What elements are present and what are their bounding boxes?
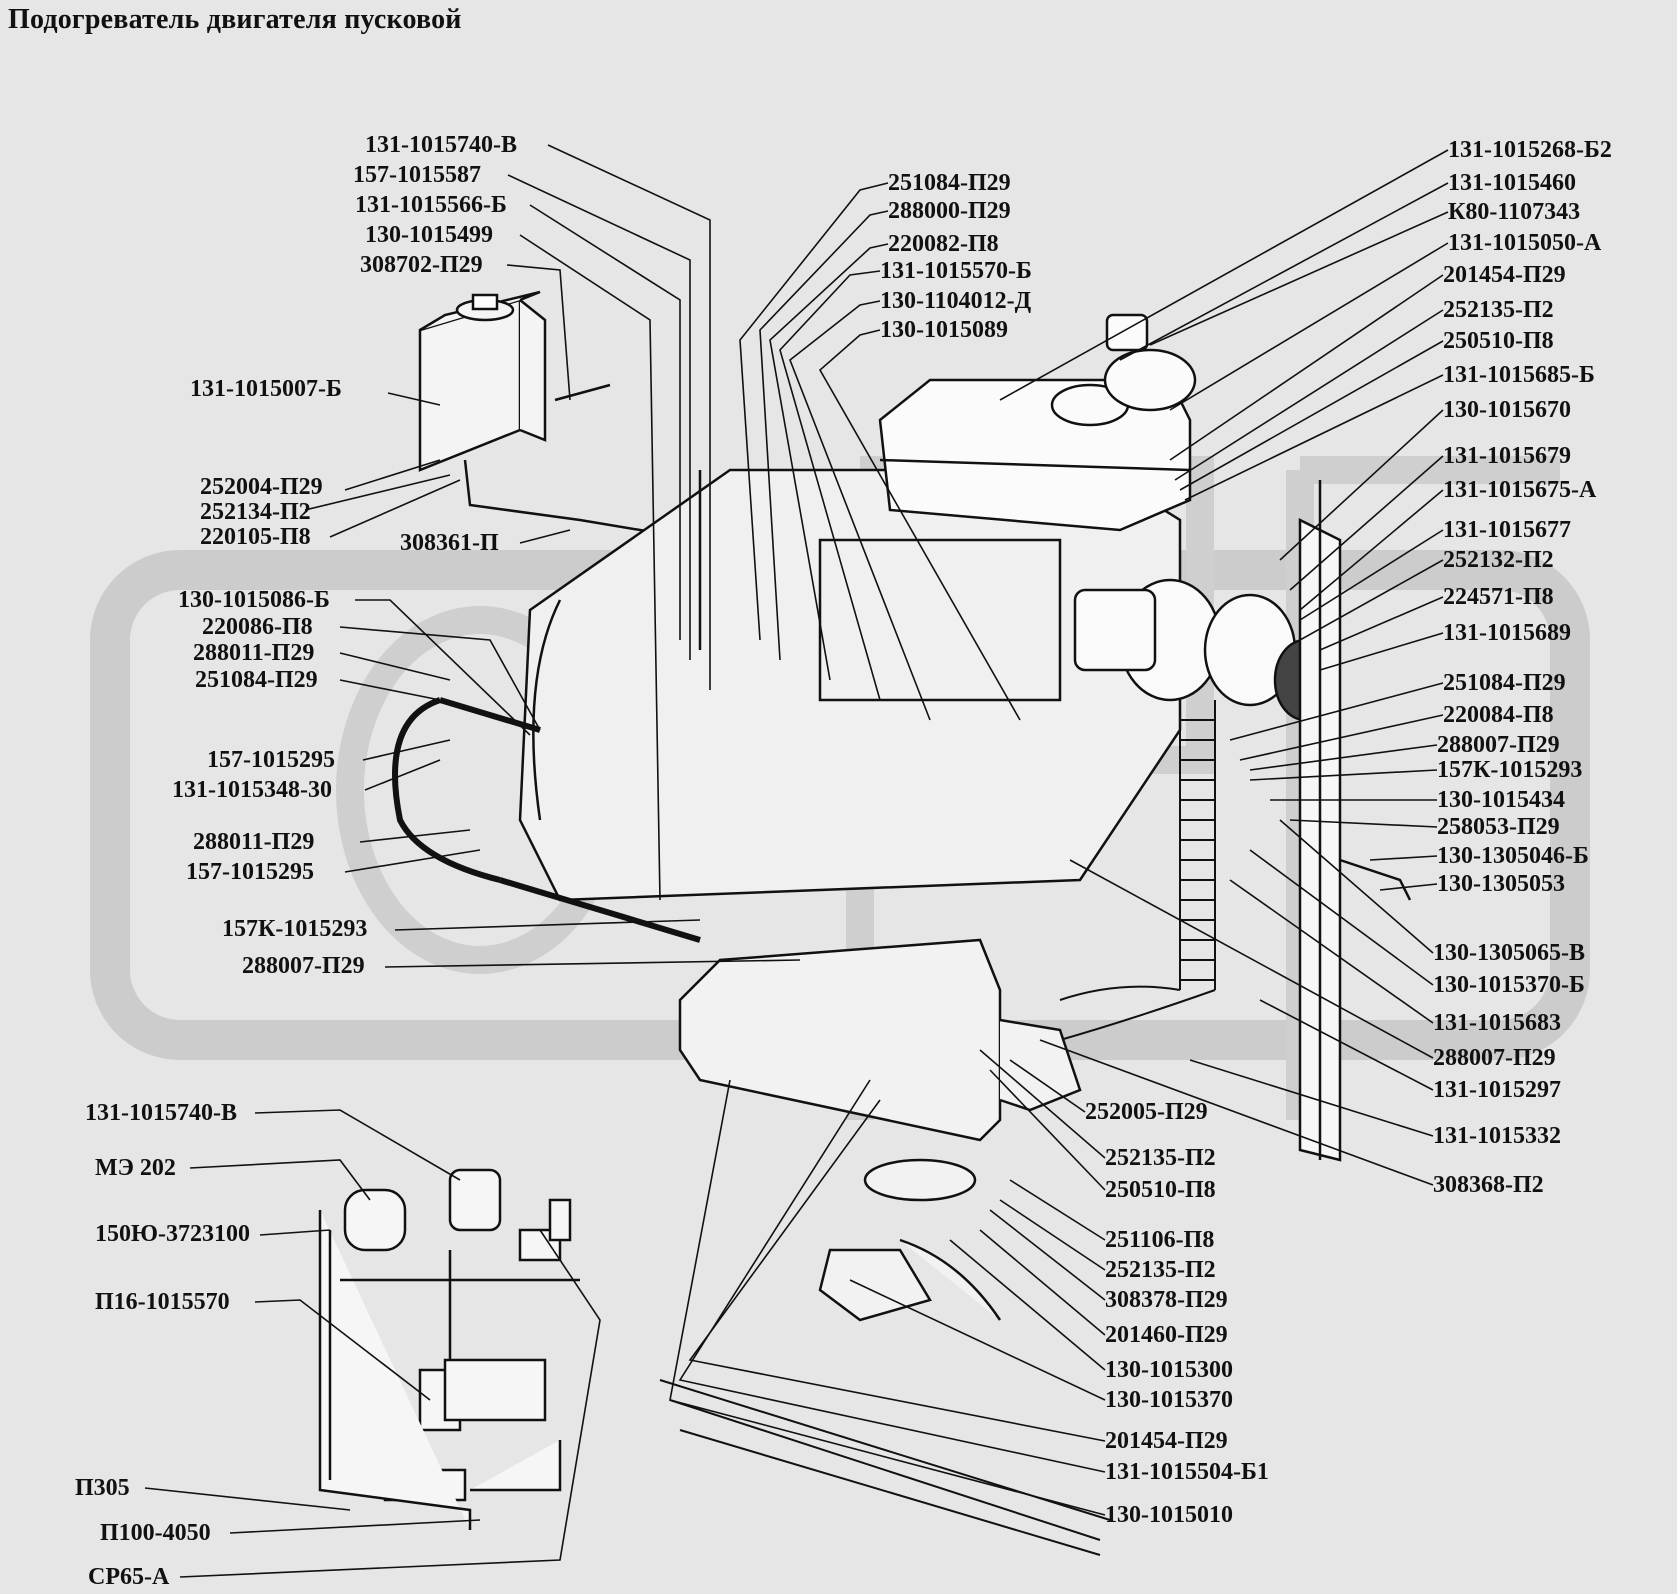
part-label[interactable]: 157К-1015293	[1437, 757, 1583, 783]
part-label[interactable]: 288007-П29	[1433, 1045, 1556, 1071]
part-label[interactable]: 252135-П2	[1105, 1145, 1216, 1171]
part-label[interactable]: 220105-П8	[200, 524, 311, 550]
part-label[interactable]: 130-1015010	[1105, 1502, 1233, 1528]
part-label[interactable]: 130-1305046-Б	[1437, 843, 1589, 869]
part-label[interactable]: 131-1015566-Б	[355, 192, 507, 218]
part-label[interactable]: 157-1015295	[186, 859, 314, 885]
part-label[interactable]: 220086-П8	[202, 614, 313, 640]
part-label[interactable]: 131-1015348-30	[172, 777, 332, 803]
part-label[interactable]: 130-1015370-Б	[1433, 972, 1585, 998]
part-label[interactable]: 131-1015332	[1433, 1123, 1561, 1149]
expansion-tank	[418, 290, 547, 472]
part-label[interactable]: 258053-П29	[1437, 814, 1560, 840]
part-label[interactable]: 150Ю-3723100	[95, 1221, 251, 1247]
part-label[interactable]: К80-1107343	[1448, 199, 1581, 225]
part-label[interactable]: 130-1305065-В	[1433, 940, 1585, 966]
part-label[interactable]: 157-1015295	[207, 747, 335, 773]
part-label[interactable]: 252135-П2	[1105, 1257, 1216, 1283]
part-label[interactable]: 130-1305053	[1437, 871, 1565, 897]
part-label[interactable]: П16-1015570	[95, 1289, 230, 1315]
heater-tank	[878, 313, 1197, 532]
part-label[interactable]: 288011-П29	[193, 829, 315, 855]
part-label[interactable]: 131-1015675-А	[1443, 477, 1597, 503]
part-label[interactable]: 131-1015689	[1443, 620, 1571, 646]
part-label[interactable]: 220082-П8	[888, 231, 999, 257]
part-label[interactable]: 131-1015007-Б	[190, 376, 342, 402]
coolant-hoses	[392, 697, 701, 943]
part-label[interactable]: 130-1015434	[1437, 787, 1565, 813]
part-label[interactable]: 157-1015587	[353, 162, 481, 188]
page-title: Подогреватель двигателя пусковой	[8, 4, 462, 35]
heater-boiler	[678, 938, 1082, 1322]
part-label[interactable]: 308361-П	[400, 530, 499, 556]
part-label[interactable]: 220084-П8	[1443, 702, 1554, 728]
part-label[interactable]: 131-1015740-В	[365, 132, 517, 158]
part-label[interactable]: 131-1015570-Б	[880, 258, 1032, 284]
part-label[interactable]: 252135-П2	[1443, 297, 1554, 323]
part-label[interactable]: 131-1015460	[1448, 170, 1576, 196]
part-label[interactable]: 288000-П29	[888, 198, 1011, 224]
corrugated-pipe	[1059, 700, 1216, 1041]
part-label[interactable]: 131-1015504-Б1	[1105, 1459, 1269, 1485]
part-label[interactable]: 288011-П29	[193, 640, 315, 666]
part-label[interactable]: 131-1015268-Б2	[1448, 137, 1612, 163]
tank-pipe	[463, 459, 701, 542]
part-label[interactable]: 288007-П29	[242, 953, 365, 979]
engine-block	[518, 468, 1182, 902]
part-label[interactable]: 288007-П29	[1437, 732, 1560, 758]
part-label[interactable]: 201460-П29	[1105, 1322, 1228, 1348]
part-label[interactable]: 224571-П8	[1443, 584, 1554, 610]
part-label[interactable]: СР65-А	[88, 1564, 170, 1590]
part-label[interactable]: 201454-П29	[1105, 1428, 1228, 1454]
part-label[interactable]: 130-1015089	[880, 317, 1008, 343]
part-label[interactable]: 250510-П8	[1443, 328, 1554, 354]
part-label[interactable]: 130-1015670	[1443, 397, 1571, 423]
part-label[interactable]: 308368-П2	[1433, 1172, 1544, 1198]
part-label[interactable]: 308378-П29	[1105, 1287, 1228, 1313]
part-label[interactable]: 130-1015499	[365, 222, 493, 248]
part-label[interactable]: 252134-П2	[200, 499, 311, 525]
electrical-scheme	[318, 1168, 580, 1530]
part-label[interactable]: 201454-П29	[1443, 262, 1566, 288]
part-label[interactable]: 130-1015370	[1105, 1387, 1233, 1413]
part-label[interactable]: 131-1015677	[1443, 517, 1571, 543]
part-label[interactable]: 251084-П29	[888, 170, 1011, 196]
part-label[interactable]: П100-4050	[100, 1520, 211, 1546]
part-label[interactable]: 251084-П29	[195, 667, 318, 693]
part-label[interactable]: 252132-П2	[1443, 547, 1554, 573]
part-label[interactable]: 252004-П29	[200, 474, 323, 500]
part-label[interactable]: 251084-П29	[1443, 670, 1566, 696]
part-label[interactable]: 131-1015297	[1433, 1077, 1561, 1103]
part-label[interactable]: 130-1015300	[1105, 1357, 1233, 1383]
leader-lines	[144, 144, 1449, 1578]
part-label[interactable]: 250510-П8	[1105, 1177, 1216, 1203]
part-label[interactable]: 251106-П8	[1105, 1227, 1215, 1253]
part-label[interactable]: П305	[75, 1475, 130, 1501]
part-label[interactable]: 131-1015685-Б	[1443, 362, 1595, 388]
part-label[interactable]: 308702-П29	[360, 252, 483, 278]
part-label[interactable]: 130-1015086-Б	[178, 587, 330, 613]
part-label[interactable]: 131-1015683	[1433, 1010, 1561, 1036]
part-label[interactable]: 131-1015740-В	[85, 1100, 237, 1126]
part-label[interactable]: 157К-1015293	[222, 916, 368, 942]
part-label[interactable]: 252005-П29	[1085, 1099, 1208, 1125]
part-label[interactable]: 130-1104012-Д	[880, 288, 1032, 314]
part-label[interactable]: 131-1015679	[1443, 443, 1571, 469]
part-label[interactable]: МЭ 202	[95, 1155, 176, 1181]
part-label[interactable]: 131-1015050-А	[1448, 230, 1602, 256]
